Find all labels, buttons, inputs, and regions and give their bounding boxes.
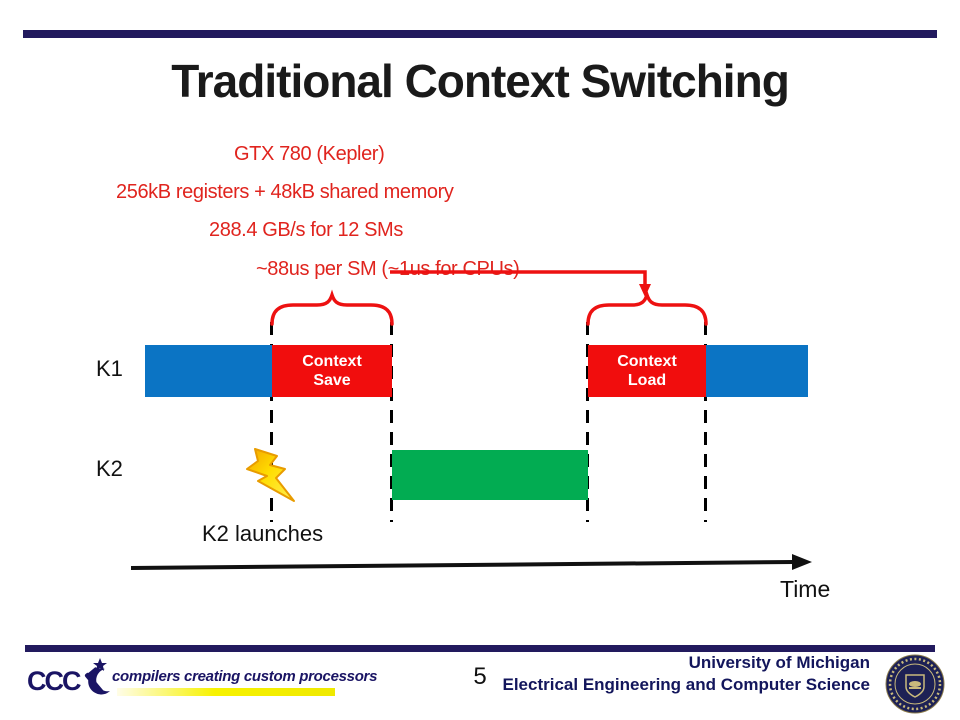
k2-launches-label: K2 launches: [202, 521, 324, 546]
annotation-latency: ~88us per SM (~1us for CPUs): [256, 258, 520, 280]
time-axis-line: [130, 560, 795, 570]
top-accent-bar: [23, 30, 937, 38]
page-number: 5: [473, 663, 487, 690]
context-save-brace: [270, 289, 394, 326]
cccp-logo-tagline: compilers creating custom processors: [112, 668, 378, 685]
university-name: University of Michigan: [688, 653, 870, 672]
annotation-bandwidth: 288.4 GB/s for 12 SMs: [209, 219, 403, 241]
cccp-logo-text: CCC: [27, 666, 81, 696]
university-of-michigan-seal: [885, 654, 945, 714]
context-load-brace: [586, 289, 708, 326]
department-name: Electrical Engineering and Computer Scie…: [502, 675, 871, 694]
lightning-bolt-icon: [246, 448, 295, 502]
hammer-and-sickle-icon: [84, 658, 110, 695]
time-axis-arrowhead: [792, 554, 812, 570]
dashed-line-load-end: [704, 322, 707, 522]
connector-arrowhead: [639, 284, 651, 297]
k2-row-label: K2: [96, 456, 123, 481]
dashed-line-save-end: [390, 322, 393, 522]
k1-run-segment-1: [145, 345, 272, 397]
dashed-line-save-start: [270, 322, 273, 522]
time-axis-label: Time: [780, 576, 831, 602]
k1-row-label: K1: [96, 356, 123, 381]
slide-title: Traditional Context Switching: [171, 55, 790, 107]
annotation-gpu-model: GTX 780 (Kepler): [234, 143, 385, 165]
cccp-logo-underline: [117, 688, 335, 696]
annotation-memory-size: 256kB registers + 48kB shared memory: [116, 181, 454, 203]
k2-run-segment: [392, 450, 588, 500]
footer-accent-bar: [25, 645, 935, 652]
k1-run-segment-2: [706, 345, 808, 397]
dashed-line-load-start: [586, 322, 589, 522]
